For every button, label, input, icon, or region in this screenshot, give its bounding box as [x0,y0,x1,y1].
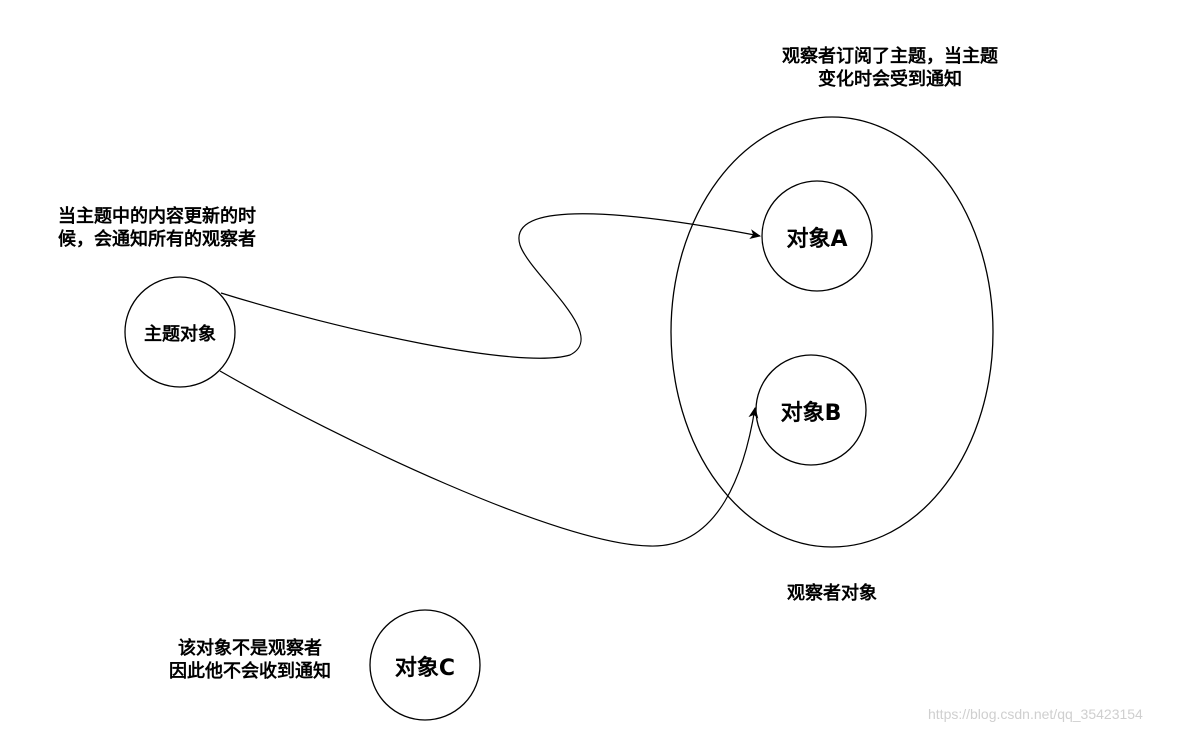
object-c-node-circle [369,609,481,721]
object-b-node-label: 对象B [780,401,842,426]
subject-node-circle [124,276,236,388]
subject-node-label: 主题对象 [144,324,216,345]
not-observer-note: 该对象不是观察者 因此他不会收到通知 [169,638,331,682]
object-c-node-label: 对象C [394,656,456,681]
watermark-url: https://blog.csdn.net/qq_35423154 [928,706,1143,722]
observer-group-label: 观察者对象 [787,583,877,604]
observer-group-ellipse [670,116,994,548]
notify-note: 当主题中的内容更新的时 候，会通知所有的观察者 [58,206,256,250]
subscribe-note: 观察者订阅了主题，当主题 变化时会受到通知 [782,46,998,90]
notify-arrow-to-object-b [219,370,759,547]
object-a-node-circle [761,180,873,292]
object-a-node-label: 对象A [786,227,848,252]
notify-arrow-to-object-a [220,213,761,359]
